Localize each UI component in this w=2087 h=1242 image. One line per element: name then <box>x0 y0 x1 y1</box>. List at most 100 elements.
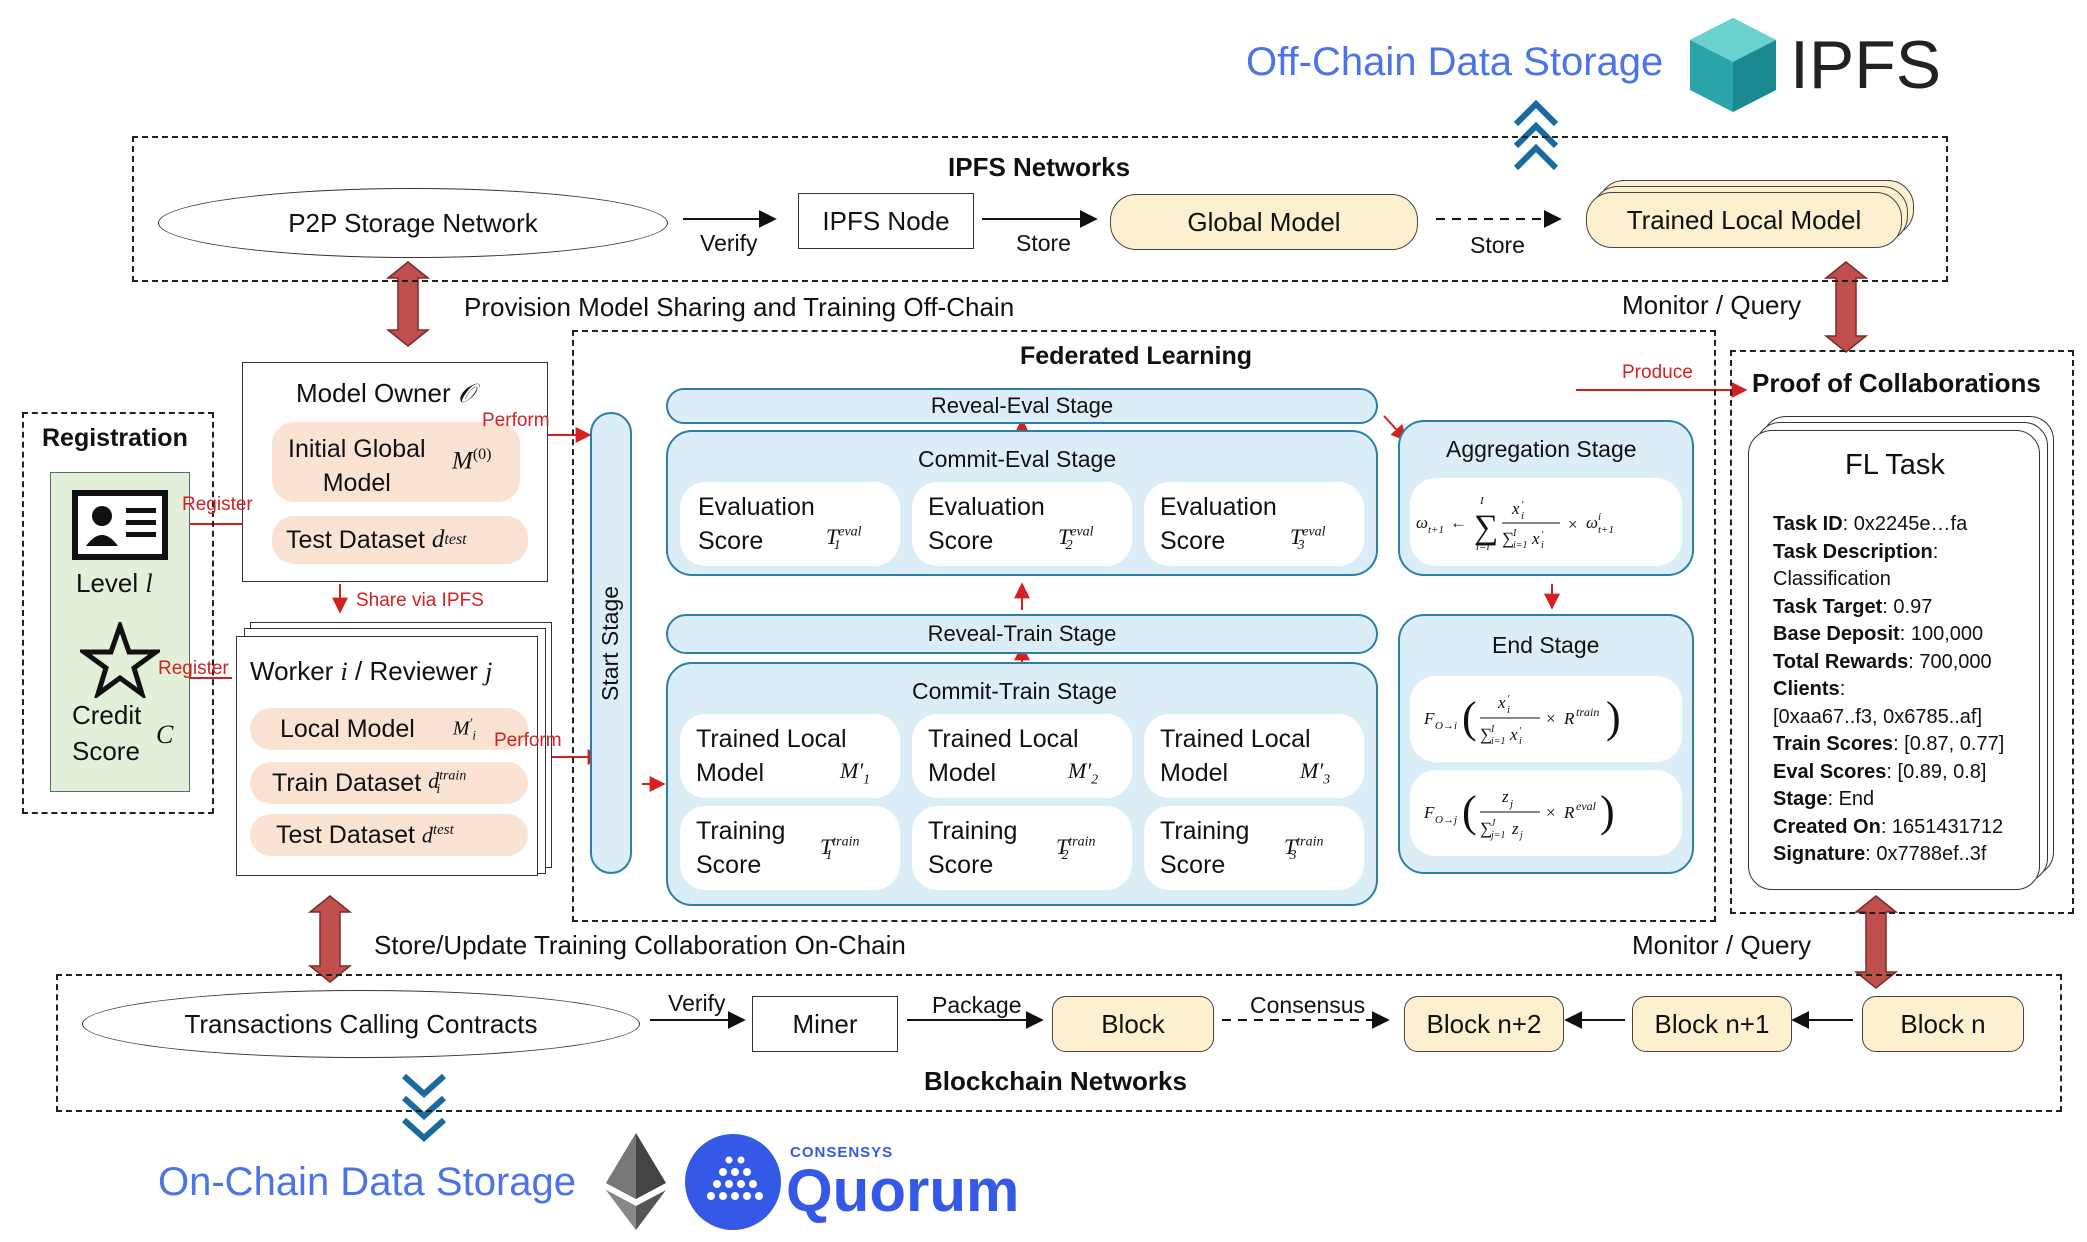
block-n2-box: Block n+2 <box>1404 996 1564 1052</box>
blockchain-title: Blockchain Networks <box>924 1066 1187 1096</box>
fl-task-row: Clients: <box>1773 678 1846 700</box>
reveal-eval-stage: Reveal-Eval Stage <box>666 388 1378 424</box>
svg-text:∑: ∑ <box>1474 509 1498 546</box>
fl-task-row: Task Description: <box>1773 540 1939 563</box>
fl-task-row: Stage: End <box>1773 788 1875 810</box>
reveal-train-stage: Reveal-Train Stage <box>666 614 1378 654</box>
fl-task-row: Task ID: 0x2245e…fa <box>1773 513 1968 535</box>
svg-text:R: R <box>1563 709 1575 728</box>
registration-title: Registration <box>42 424 188 452</box>
ipfs-node-box: IPFS Node <box>798 193 974 249</box>
on-chain-storage-label: On-Chain Data Storage <box>158 1160 577 1204</box>
p2p-storage-network: P2P Storage Network <box>158 188 668 258</box>
svg-text:←: ← <box>1450 513 1467 532</box>
svg-text:I: I <box>1490 724 1495 735</box>
poc-title: Proof of Collaborations <box>1752 368 2041 398</box>
proof-of-collaborations-region <box>1730 350 2074 914</box>
svg-text:′: ′ <box>1507 693 1510 705</box>
produce-label: Produce <box>1622 362 1693 383</box>
svg-text:×: × <box>1568 515 1578 534</box>
ipfs-networks-title: IPFS Networks <box>948 152 1131 182</box>
quorum-logo-icon <box>685 1134 781 1230</box>
svg-text:t+1: t+1 <box>1428 524 1444 536</box>
fl-task-row: Created On: 1651431712 <box>1773 815 2004 838</box>
svg-text:(: ( <box>1462 693 1477 742</box>
fl-task-title: FL Task <box>1845 449 1945 481</box>
svg-text:i: i <box>1598 511 1601 523</box>
svg-text:O→i: O→i <box>1435 720 1457 732</box>
monitor-query-top: Monitor / Query <box>1622 290 1802 320</box>
block-box: Block <box>1052 996 1214 1052</box>
credit-symbol: C <box>156 720 174 749</box>
miner-box: Miner <box>752 996 898 1052</box>
block-n-box: Block n <box>1862 996 2024 1052</box>
fl-task-row: Classification <box>1773 568 1891 590</box>
fl-task-row: Base Deposit: 100,000 <box>1773 623 1984 645</box>
svg-text:i=1: i=1 <box>1491 736 1506 747</box>
svg-text:): ) <box>1606 693 1621 742</box>
worker-train-dataset: Train Dataset dtraini <box>250 762 528 804</box>
svg-text:i: i <box>1521 510 1524 522</box>
provision-label: Provision Model Sharing and Training Off… <box>464 292 1015 322</box>
fl-task-row: Eval Scores: [0.89, 0.8] <box>1773 760 1987 783</box>
package-label: Package <box>932 992 1022 1018</box>
svg-text:z: z <box>1501 787 1509 806</box>
double-arrow-icon <box>307 261 1899 989</box>
end-stage-label: End Stage <box>1492 632 1600 658</box>
commit-train-label: Commit-Train Stage <box>912 678 1117 704</box>
svg-text:x: x <box>1511 499 1520 518</box>
id-card-icon <box>72 490 168 560</box>
chevron-down-icon <box>401 1073 447 1143</box>
registration-region <box>22 412 214 814</box>
svg-text:j=1: j=1 <box>1489 830 1506 841</box>
svg-text:train: train <box>1576 705 1599 719</box>
block-n1-box: Block n+1 <box>1632 996 1792 1052</box>
transactions-calling-contracts: Transactions Calling Contracts <box>82 990 640 1058</box>
worker-title: Worker i / Reviewer j <box>250 656 493 686</box>
svg-text:): ) <box>1600 787 1615 836</box>
start-stage-bar <box>590 412 632 874</box>
chevron-up-icon <box>1513 99 1559 171</box>
svg-text:′: ′ <box>1519 726 1522 737</box>
svg-text:ω: ω <box>1586 513 1598 532</box>
svg-text:i: i <box>1519 736 1522 747</box>
verify-label-2: Verify <box>668 990 726 1016</box>
ethereum-logo-icon <box>606 1133 666 1230</box>
consensus-label: Consensus <box>1250 992 1366 1018</box>
svg-text:x: x <box>1497 693 1506 712</box>
svg-text:F: F <box>1423 709 1435 728</box>
off-chain-storage-label: Off-Chain Data Storage <box>1246 40 1664 84</box>
svg-text:i: i <box>1541 540 1544 551</box>
svg-text:t+1: t+1 <box>1598 524 1614 536</box>
level-label: Level l <box>76 568 153 598</box>
start-stage-label: Start Stage <box>597 585 624 701</box>
fl-task-row: [0xaa67..f3, 0x6785..af] <box>1773 705 1983 728</box>
svg-text:′: ′ <box>1521 499 1524 511</box>
commit-eval-label: Commit-Eval Stage <box>918 446 1117 472</box>
monitor-query-bottom: Monitor / Query <box>1632 930 1812 960</box>
svg-text:x: x <box>1531 529 1540 548</box>
fl-title: Federated Learning <box>1020 342 1252 370</box>
start-stage-label-wrap: Start Stage <box>590 412 632 874</box>
register-label-2: Register <box>158 658 229 679</box>
svg-text:ω: ω <box>1416 513 1428 532</box>
svg-text:eval: eval <box>1576 799 1597 813</box>
store-label-2: Store <box>1470 232 1525 258</box>
store-update-label: Store/Update Training Collaboration On-C… <box>374 930 906 960</box>
